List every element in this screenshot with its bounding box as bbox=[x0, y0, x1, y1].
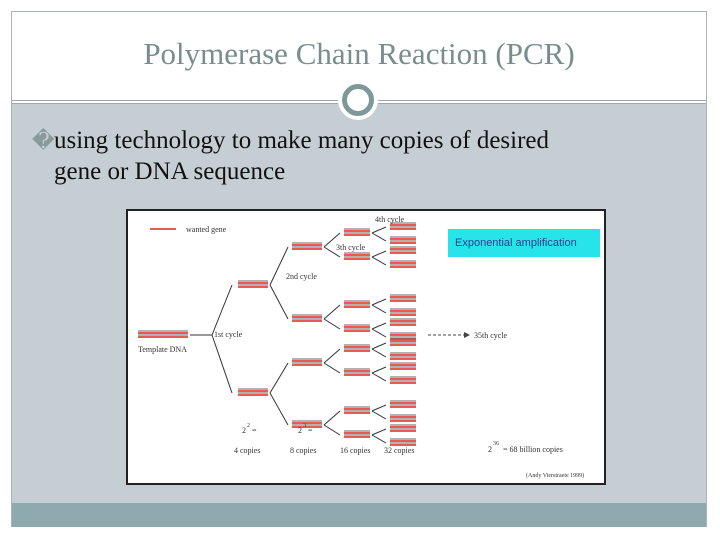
branch-line bbox=[371, 226, 387, 234]
strand-c3-0 bbox=[344, 228, 370, 236]
branch-line bbox=[323, 304, 341, 320]
strand-c4-5-1 bbox=[390, 376, 416, 384]
exp-2-pow: 2 bbox=[247, 423, 250, 429]
branch-line bbox=[323, 348, 341, 364]
strand-c4-6-1 bbox=[390, 414, 416, 422]
exp-2-eq: = bbox=[252, 426, 257, 435]
branch-line bbox=[371, 256, 387, 266]
amplification-box bbox=[448, 229, 600, 257]
branch-line bbox=[323, 424, 341, 436]
strand-c4-6-0 bbox=[390, 400, 416, 408]
branch-line bbox=[269, 362, 289, 394]
count-8-copies: 8 copies bbox=[290, 446, 316, 455]
exp-3-pow: 3 bbox=[303, 423, 306, 429]
branch-line bbox=[323, 362, 341, 374]
strand-c3-1 bbox=[344, 252, 370, 260]
pcr-diagram-svg: wanted gene Template DNA 1st cycle 2nd c… bbox=[138, 215, 600, 479]
strand-c4-0-0 bbox=[390, 222, 416, 230]
branch-line bbox=[269, 284, 289, 320]
legend-wanted-gene: wanted gene bbox=[186, 225, 227, 234]
footer-band bbox=[12, 503, 706, 527]
exp-36-pow: 36 bbox=[493, 441, 499, 447]
strand-c3-2 bbox=[344, 300, 370, 308]
strand-c1-1 bbox=[238, 388, 268, 396]
exp-3-base: 2 bbox=[298, 426, 302, 435]
label-1st-cycle: 1st cycle bbox=[214, 330, 243, 339]
strand-c1-0 bbox=[238, 280, 268, 288]
label-exponential-amplification: Exponential amplification bbox=[455, 237, 577, 249]
label-4th-cycle: 4th cycle bbox=[375, 215, 405, 224]
branch-lines bbox=[190, 226, 387, 444]
strand-c4-2-0 bbox=[390, 294, 416, 302]
branch-line bbox=[323, 232, 341, 248]
strand-c4-4-0 bbox=[390, 338, 416, 346]
branch-line bbox=[371, 304, 387, 314]
label-35th-cycle: 35th cycle bbox=[474, 331, 508, 340]
branch-line bbox=[323, 246, 341, 258]
strand-c4-7-1 bbox=[390, 438, 416, 446]
label-3th-cycle: 3th cycle bbox=[336, 243, 366, 252]
strand-template bbox=[138, 330, 188, 338]
branch-line bbox=[371, 342, 387, 350]
strand-c2-0 bbox=[292, 242, 322, 250]
exp-36-base: 2 bbox=[488, 445, 492, 454]
strand-c2-1 bbox=[292, 314, 322, 322]
count-32-copies: 32 copies bbox=[384, 446, 414, 455]
count-68-billion: = 68 billion copies bbox=[503, 445, 563, 454]
branch-line bbox=[269, 392, 289, 426]
strand-c4-4-1 bbox=[390, 352, 416, 360]
branch-line bbox=[371, 328, 387, 338]
strand-c4-0-1 bbox=[390, 236, 416, 244]
strand-c3-5 bbox=[344, 368, 370, 376]
strand-c4-3-1 bbox=[390, 332, 416, 340]
strand-c4-1-0 bbox=[390, 246, 416, 254]
branch-line bbox=[371, 366, 387, 374]
ring-ornament-icon bbox=[338, 80, 378, 120]
strand-c2-2 bbox=[292, 358, 322, 366]
branch-line bbox=[371, 348, 387, 358]
strand-c3-3 bbox=[344, 324, 370, 332]
branch-line bbox=[371, 250, 387, 258]
branch-line bbox=[371, 298, 387, 306]
branch-line bbox=[371, 428, 387, 436]
count-16-copies: 16 copies bbox=[340, 446, 370, 455]
strand-c4-1-1 bbox=[390, 260, 416, 268]
label-template-dna: Template DNA bbox=[138, 345, 187, 354]
branch-line bbox=[269, 246, 289, 286]
bullet-line-1: using technology to make many copies of … bbox=[54, 127, 550, 154]
branch-line bbox=[371, 404, 387, 412]
strand-c3-7 bbox=[344, 430, 370, 438]
branch-line bbox=[211, 334, 233, 394]
exp-3-eq: = bbox=[308, 426, 313, 435]
pcr-diagram: wanted gene Template DNA 1st cycle 2nd c… bbox=[126, 209, 606, 485]
branch-line bbox=[371, 322, 387, 330]
count-4-copies: 4 copies bbox=[234, 446, 260, 455]
bullet-line-2: gene or DNA sequence bbox=[54, 158, 286, 185]
figure-credit: (Andy Vierstraete 1999) bbox=[526, 472, 584, 479]
strand-c2-3 bbox=[292, 420, 322, 428]
branch-line bbox=[211, 284, 233, 336]
exp-2-base: 2 bbox=[242, 426, 246, 435]
branch-line bbox=[371, 410, 387, 420]
arrow-head-icon bbox=[464, 332, 470, 338]
branch-line bbox=[323, 318, 341, 330]
dna-strands bbox=[138, 222, 416, 446]
strand-c4-2-1 bbox=[390, 308, 416, 316]
bullet-point: �using technology to make many copies of… bbox=[32, 125, 672, 187]
branch-line bbox=[371, 372, 387, 382]
strand-c4-5-0 bbox=[390, 362, 416, 370]
strand-c3-4 bbox=[344, 344, 370, 352]
branch-line bbox=[323, 410, 341, 426]
bullet-mark-icon: � bbox=[32, 128, 55, 153]
branch-line bbox=[371, 232, 387, 242]
label-2nd-cycle: 2nd cycle bbox=[286, 272, 317, 281]
slide-title: Polymerase Chain Reaction (PCR) bbox=[143, 36, 575, 71]
strand-c3-6 bbox=[344, 406, 370, 414]
strand-c4-3-0 bbox=[390, 318, 416, 326]
strand-c4-7-0 bbox=[390, 424, 416, 432]
branch-line bbox=[371, 434, 387, 444]
